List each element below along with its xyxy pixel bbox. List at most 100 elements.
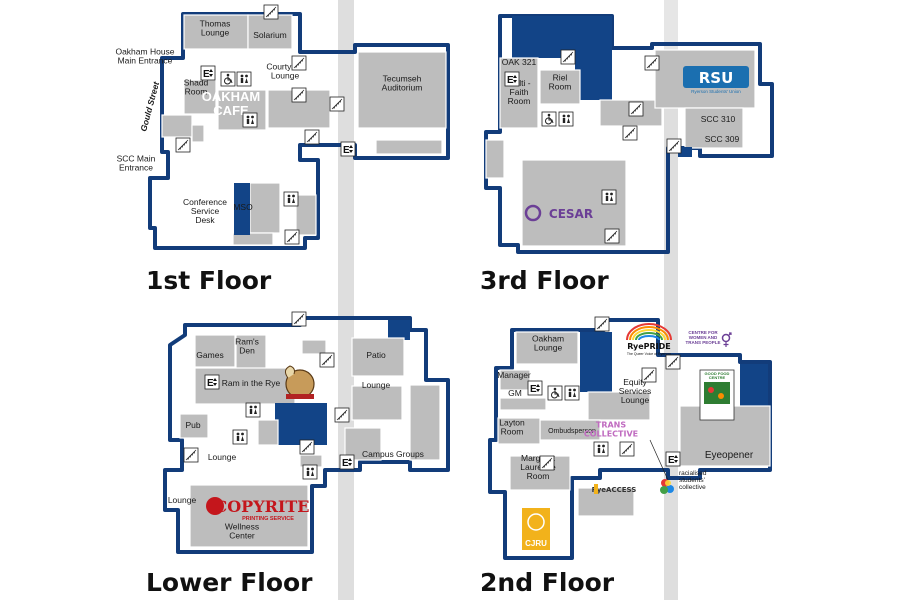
good-food-veg-icon [704,382,730,404]
washroom-icon [283,191,299,207]
rsu-logo: RSU [699,69,734,87]
washroom-icon [232,429,248,445]
elevator-icon [204,374,220,390]
ryeaccess-logo: RyeACCESS [592,486,637,494]
washroom-icon [302,464,318,480]
washroom-icon [558,111,574,127]
title-1st-floor: 1st Floor [146,266,272,295]
stairs-icon [291,311,307,327]
stairs-icon [560,49,576,65]
label-lounge-left: Lounge [168,495,197,505]
stairs-icon [604,228,620,244]
title-3rd-floor: 3rd Floor [480,266,609,295]
cjru-logo: CJRU [525,539,547,548]
washroom-icon [245,402,261,418]
copyrite-c-icon [206,497,224,515]
title-2nd-floor: 2nd Floor [480,568,615,597]
elevator-icon [504,71,520,87]
cesar-logo: CESAR [549,207,593,221]
label-campus-groups: Campus Groups [362,449,424,459]
racialised-pointer-line [649,439,669,481]
label-lounge-mid: Lounge [208,452,237,462]
stairs-icon [304,129,320,145]
stairs-icon [334,407,350,423]
label-eyeopener: Eyeopener [705,450,754,461]
stairs-icon [539,455,555,471]
racialised-logo-icon [660,479,674,494]
ram-horn-icon [284,365,295,379]
stairs-icon [619,441,635,457]
elevator-icon [340,141,356,157]
rsu-logo-bg [683,66,749,88]
stairs-icon [665,354,681,370]
stairs-icon [183,447,199,463]
label-mso: MSO [233,202,253,212]
label-manager: Manager [497,370,531,380]
elevator-icon [200,65,216,81]
label-scc310: SCC 310 [701,114,736,124]
label-patio: Patio [366,350,386,360]
cjru-logo-ring [527,513,545,531]
stairs-icon [284,229,300,245]
stairs-icon [319,352,335,368]
rsu-logo-sub: Ryerson Students' Union [691,89,741,94]
ryepride-rainbow-icon [626,323,672,341]
cesar-logo-mark [524,204,542,222]
ryepride-logo: RyePRIDE [627,342,671,351]
label-pub: Pub [185,420,200,430]
stairs-icon [628,101,644,117]
stairs-icon [291,55,307,71]
label-oak321: OAK 321 [502,57,537,67]
accessibility-icon [220,71,236,87]
label-games: Games [196,350,223,360]
stairs-icon [263,4,279,20]
label-ram-in-rye: Ram in the Rye [222,378,281,388]
stairs-icon [666,138,682,154]
washroom-icon [236,71,252,87]
washroom-icon [564,385,580,401]
washroom-icon [593,441,609,457]
copyrite-logo: COPYRITE [214,497,309,516]
stairs-icon [622,125,638,141]
washroom-icon [601,189,617,205]
label-solarium: Solarium [253,30,287,40]
copyrite-logo-sub: PRINTING SERVICE [242,516,294,522]
vertical-strip-left [338,0,354,600]
accessibility-icon [541,111,557,127]
washroom-icon [242,112,258,128]
stairs-icon [644,55,660,71]
